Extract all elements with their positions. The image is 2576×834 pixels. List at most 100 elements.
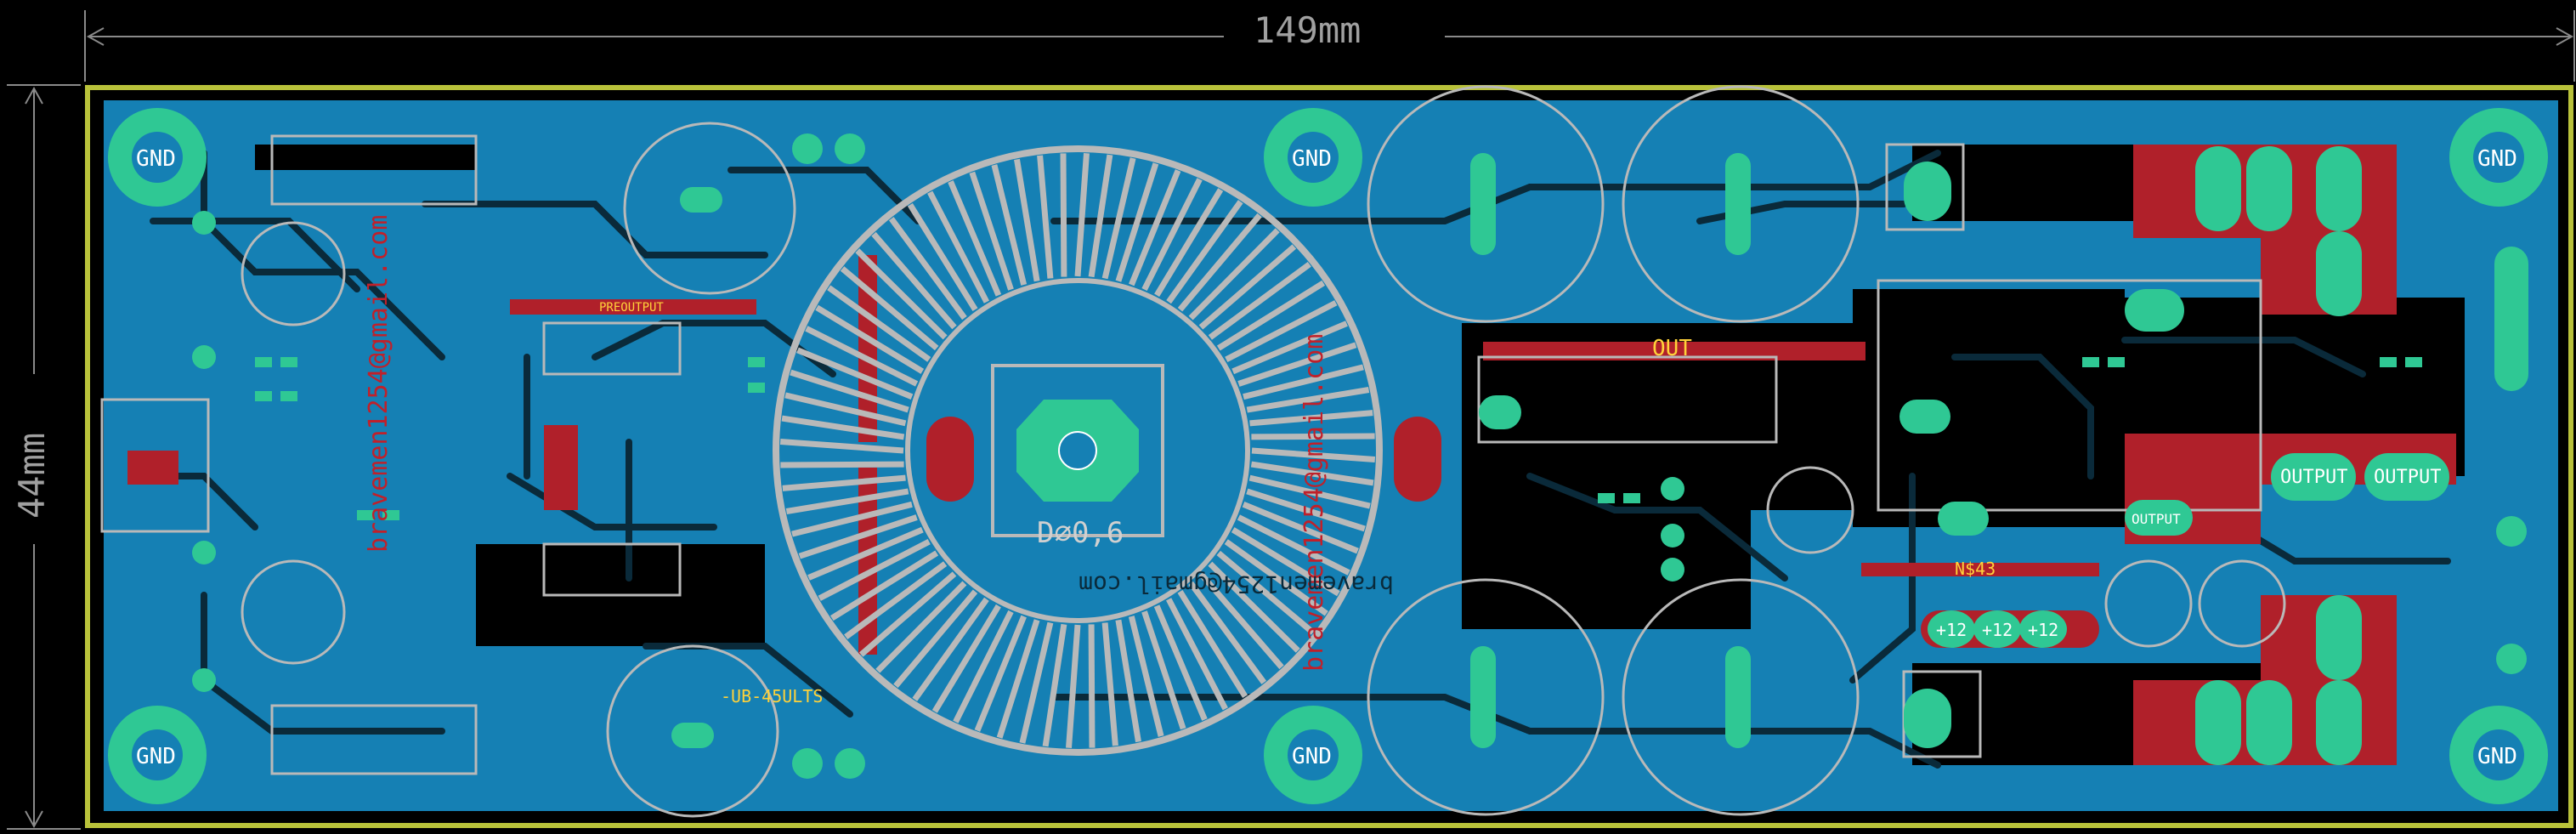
dimension-markers — [7, 10, 2575, 830]
gnd-hole-top-left: GND — [108, 108, 207, 207]
winding-spoke — [871, 231, 957, 330]
winding-spoke — [1154, 188, 1224, 298]
winding-spoke — [912, 597, 989, 701]
winding-spoke — [953, 610, 1014, 723]
toroidal-transformer — [773, 145, 1383, 756]
winding-spoke — [927, 190, 990, 304]
gnd-hole-top-right: GND — [2449, 108, 2548, 207]
winding-spoke — [1248, 474, 1371, 509]
winding-spoke — [1177, 589, 1248, 699]
gnd-hole-bottom-right: GND — [2449, 706, 2548, 804]
winding-spoke — [1066, 624, 1081, 749]
winding-spoke — [1177, 213, 1262, 312]
winding-spoke — [875, 581, 967, 673]
output-pad-label: OUTPUT — [2374, 467, 2441, 488]
winding-spoke — [1216, 550, 1316, 635]
winding-spoke — [931, 604, 1001, 713]
winding-spoke — [1208, 561, 1300, 653]
winding-spoke — [1208, 261, 1311, 340]
height-dimension-label: 44mm — [11, 433, 53, 519]
winding-spoke — [1166, 200, 1243, 304]
winding-spoke — [855, 248, 948, 340]
winding-spoke — [1060, 153, 1067, 277]
winding-spoke — [1074, 152, 1090, 277]
winding-spoke — [791, 501, 913, 537]
prepoutput-label: PREOUTPUT — [599, 301, 664, 315]
winding-spoke — [1250, 461, 1374, 486]
winding-spoke — [1243, 364, 1364, 400]
gnd-pad-label: GND — [136, 744, 176, 769]
winding-spoke — [1237, 514, 1350, 576]
gnd-pad-label: GND — [136, 146, 176, 172]
out-trace-label: OUT — [1652, 336, 1692, 361]
plus12-pad-3: +12 — [2019, 610, 2067, 648]
winding-spoke — [969, 171, 1014, 291]
winding-spoke — [798, 514, 918, 559]
winding-spoke — [827, 285, 931, 362]
winding-spoke — [1037, 155, 1054, 279]
winding-spoke — [818, 538, 931, 601]
winding-spoke — [974, 615, 1027, 732]
output-pad-label: OUTPUT — [2132, 511, 2181, 527]
winding-spoke — [1128, 616, 1164, 737]
winding-spoke — [1115, 619, 1141, 743]
gnd-hole-bottom-center: GND — [1264, 706, 1362, 804]
winding-spoke — [844, 561, 948, 640]
winding-spoke — [858, 571, 957, 657]
winding-spoke — [1242, 502, 1359, 554]
winding-spoke — [1198, 244, 1297, 330]
winding-spoke — [1251, 433, 1375, 440]
winding-spoke — [1224, 539, 1328, 616]
winding-spoke — [782, 474, 906, 491]
output-terminal-1: OUTPUT — [2271, 453, 2356, 501]
email-mirrored: bravemen1254@gmail.com — [1079, 570, 1394, 599]
winding-spoke — [1014, 158, 1040, 282]
board-outline — [85, 85, 2573, 828]
winding-spoke — [1188, 581, 1267, 684]
winding-spoke — [1141, 178, 1203, 292]
width-dimension-label: 149mm — [1254, 9, 1361, 51]
silkscreen — [100, 85, 2286, 818]
winding-spoke — [1042, 623, 1067, 747]
winding-spoke — [1101, 622, 1118, 746]
gnd-hole-bottom-left: GND — [108, 706, 207, 804]
winding-spoke — [1251, 447, 1376, 462]
winding-spoke — [991, 164, 1028, 286]
winding-spoke — [784, 392, 907, 427]
winding-spoke — [996, 619, 1040, 739]
winding-spoke — [805, 326, 919, 387]
winding-spoke — [1101, 157, 1136, 280]
winding-spoke — [948, 180, 1002, 297]
output-terminal-3: OUTPUT — [2125, 500, 2193, 536]
smd-pads — [255, 357, 2422, 520]
winding-spoke — [780, 461, 904, 468]
small-pads — [192, 133, 2528, 779]
winding-spoke — [1188, 228, 1280, 321]
winding-spoke — [907, 202, 978, 312]
winding-spoke — [796, 347, 914, 400]
gnd-hole-top-center: GND — [1264, 108, 1362, 207]
gnd-pad-label: GND — [2477, 146, 2517, 172]
winding-spoke — [1231, 321, 1348, 375]
winding-spoke — [1237, 342, 1357, 387]
ns43-label: N$43 — [1955, 559, 1996, 579]
winding-spoke — [1019, 621, 1054, 744]
winding-spoke — [1198, 571, 1284, 670]
toroid-hole-label: D⌀0,6 — [1037, 516, 1124, 550]
winding-spoke — [779, 439, 904, 454]
winding-spoke — [1141, 610, 1186, 730]
gnd-mounting-holes: GND GND GND GND GND GND — [108, 108, 2548, 804]
winding-spoke — [1249, 410, 1373, 427]
winding-spoke — [893, 589, 978, 689]
winding-spoke — [790, 369, 909, 413]
winding-spoke — [1153, 604, 1208, 721]
winding-spoke — [1216, 280, 1326, 351]
gnd-pad-label: GND — [1292, 146, 1332, 172]
winding-spoke — [1246, 488, 1366, 532]
gnd-pad-label: GND — [2477, 744, 2517, 769]
winding-spoke — [1115, 162, 1159, 282]
output-terminal-2: OUTPUT — [2364, 453, 2449, 501]
gnd-pad-label: GND — [1292, 744, 1332, 769]
email-vertical-left: bravemen1254@gmail.com — [364, 215, 393, 553]
plus12-pad-label: +12 — [1982, 620, 2013, 640]
